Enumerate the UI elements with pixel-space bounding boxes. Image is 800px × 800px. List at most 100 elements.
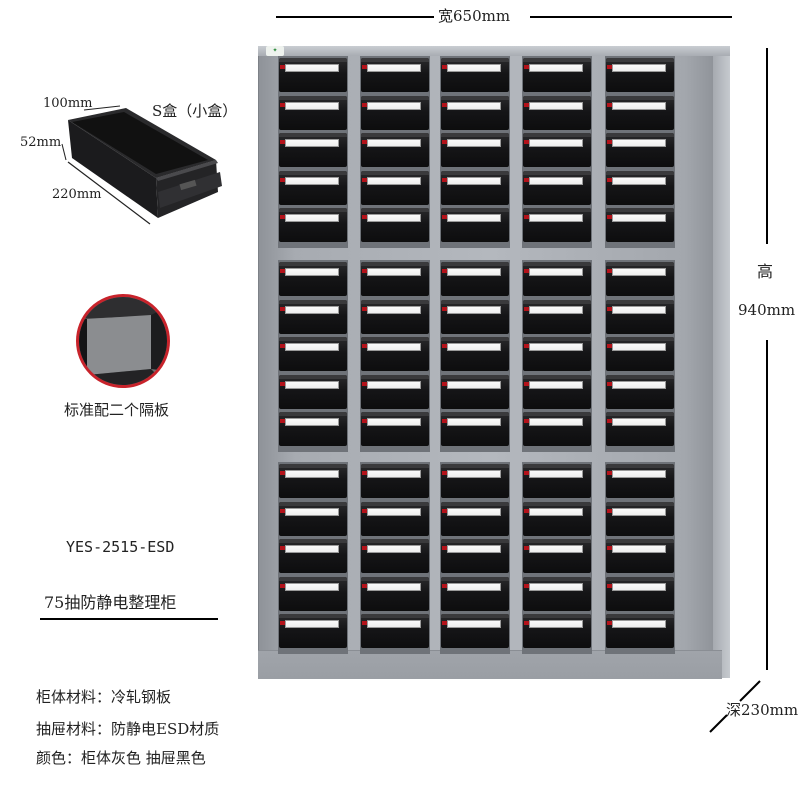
drawer[interactable]	[441, 133, 509, 167]
drawer-lip	[279, 412, 347, 416]
drawer-red-tab	[362, 65, 367, 69]
drawer[interactable]	[279, 412, 347, 446]
drawer[interactable]	[361, 95, 429, 130]
drawer[interactable]	[361, 262, 429, 296]
drawer-red-tab	[280, 306, 285, 311]
drawer[interactable]	[523, 95, 591, 130]
drawer[interactable]	[523, 337, 591, 371]
drawer-red-tab	[442, 344, 447, 348]
drawer[interactable]	[279, 133, 347, 167]
drawer[interactable]	[523, 614, 591, 648]
drawer[interactable]	[441, 374, 509, 409]
drawer-lip	[441, 576, 509, 581]
drawer-label-slot	[447, 545, 501, 553]
drawer[interactable]	[606, 614, 674, 648]
drawer[interactable]	[441, 95, 509, 130]
drawer[interactable]	[441, 58, 509, 92]
drawer[interactable]	[606, 299, 674, 334]
drawer[interactable]	[361, 614, 429, 648]
drawer-column	[278, 260, 348, 452]
drawer[interactable]	[361, 299, 429, 334]
depth-dimension-line	[709, 680, 761, 733]
drawer[interactable]	[606, 412, 674, 446]
drawer-lip	[279, 614, 347, 618]
drawer[interactable]	[523, 501, 591, 536]
drawer[interactable]	[523, 170, 591, 205]
drawer[interactable]	[279, 464, 347, 498]
drawer[interactable]	[606, 464, 674, 498]
drawer[interactable]	[441, 576, 509, 611]
drawer[interactable]	[279, 208, 347, 242]
drawer[interactable]	[441, 464, 509, 498]
drawer-label-slot	[612, 176, 666, 185]
drawer[interactable]	[606, 95, 674, 130]
drawer[interactable]	[441, 299, 509, 334]
drawer[interactable]	[523, 464, 591, 498]
drawer[interactable]	[606, 208, 674, 242]
drawer[interactable]	[361, 133, 429, 167]
drawer[interactable]	[606, 501, 674, 536]
drawer-lip	[606, 337, 674, 341]
drawer[interactable]	[279, 170, 347, 205]
drawer[interactable]	[441, 208, 509, 242]
drawer-label-slot	[367, 176, 421, 185]
drawer-red-tab	[524, 65, 529, 69]
drawer[interactable]	[361, 170, 429, 205]
drawer[interactable]	[441, 262, 509, 296]
drawer-label-slot	[612, 101, 666, 110]
drawer[interactable]	[279, 299, 347, 334]
drawer[interactable]	[441, 501, 509, 536]
drawer[interactable]	[279, 262, 347, 296]
drawer[interactable]	[441, 170, 509, 205]
drawer[interactable]	[279, 614, 347, 648]
drawer[interactable]	[523, 262, 591, 296]
drawer[interactable]	[361, 576, 429, 611]
drawer[interactable]	[361, 539, 429, 573]
drawer[interactable]	[441, 337, 509, 371]
drawer[interactable]	[606, 133, 674, 167]
drawer[interactable]	[361, 337, 429, 371]
drawer[interactable]	[279, 337, 347, 371]
drawer[interactable]	[523, 576, 591, 611]
box-title: S盒（小盒）	[152, 102, 238, 120]
drawer-lip	[523, 95, 591, 100]
drawer-lip	[523, 58, 591, 62]
drawer-lip	[441, 501, 509, 506]
drawer[interactable]	[523, 133, 591, 167]
drawer[interactable]	[523, 299, 591, 334]
drawer[interactable]	[441, 614, 509, 648]
drawer[interactable]	[279, 576, 347, 611]
drawer[interactable]	[279, 539, 347, 573]
drawer[interactable]	[523, 412, 591, 446]
drawer[interactable]	[361, 412, 429, 446]
drawer[interactable]	[523, 374, 591, 409]
drawer-lip	[606, 95, 674, 100]
drawer[interactable]	[279, 58, 347, 92]
drawer[interactable]	[606, 170, 674, 205]
drawer[interactable]	[523, 539, 591, 573]
drawer[interactable]	[606, 262, 674, 296]
drawer[interactable]	[361, 208, 429, 242]
drawer-red-tab	[280, 546, 285, 550]
drawer[interactable]	[361, 501, 429, 536]
drawer-label-slot	[285, 64, 339, 72]
drawer[interactable]	[606, 374, 674, 409]
drawer[interactable]	[441, 412, 509, 446]
drawer[interactable]	[279, 95, 347, 130]
drawer[interactable]	[361, 58, 429, 92]
drawer-label-slot	[612, 305, 666, 314]
drawer-red-tab	[607, 419, 612, 423]
drawer[interactable]	[606, 337, 674, 371]
drawer-label-slot	[447, 214, 501, 222]
drawer[interactable]	[279, 374, 347, 409]
drawer[interactable]	[361, 374, 429, 409]
drawer[interactable]	[606, 576, 674, 611]
drawer[interactable]	[441, 539, 509, 573]
drawer[interactable]	[523, 58, 591, 92]
drawer[interactable]	[606, 58, 674, 92]
box-length-label: 220mm	[52, 187, 102, 202]
drawer[interactable]	[361, 464, 429, 498]
drawer[interactable]	[606, 539, 674, 573]
drawer[interactable]	[279, 501, 347, 536]
drawer[interactable]	[523, 208, 591, 242]
